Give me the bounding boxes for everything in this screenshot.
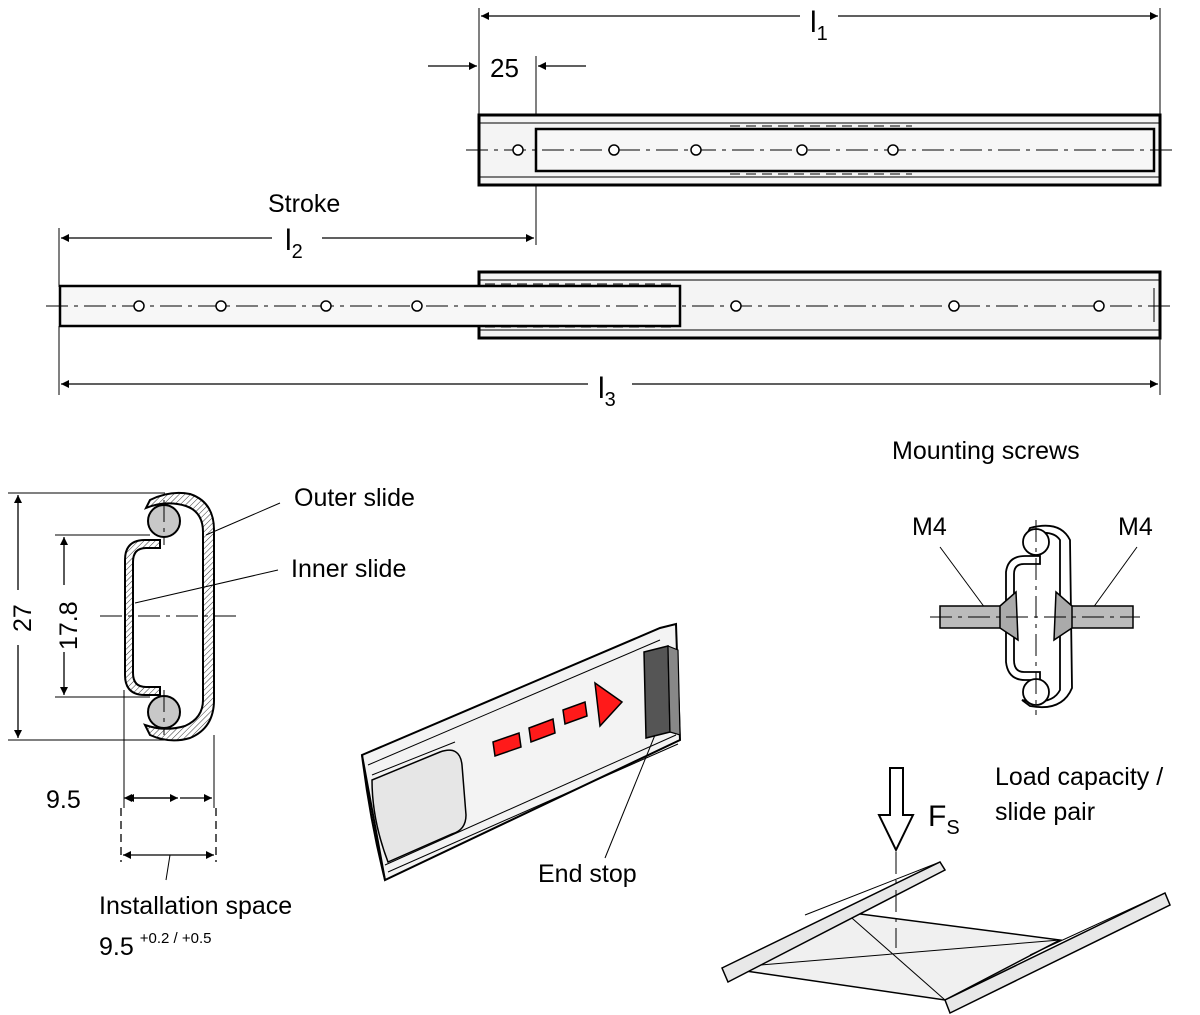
dimension-17-8: 17.8 xyxy=(55,601,83,650)
outer-slide-label: Outer slide xyxy=(294,484,415,512)
mounting-screws-view: Mounting screws M4 M4 xyxy=(892,437,1153,715)
dimension-l1: l1 xyxy=(810,6,828,45)
extended-slide-view: Stroke l2 l3 xyxy=(46,190,1172,411)
cross-section-view: 27 17.8 Outer slide Inner slide 9.5 xyxy=(8,484,415,961)
stroke-label: Stroke xyxy=(268,190,340,218)
closed-slide-view: l1 25 xyxy=(428,6,1172,245)
mounting-screws-label: Mounting screws xyxy=(892,437,1080,465)
dimension-l3: l3 xyxy=(598,372,616,411)
dimension-27: 27 xyxy=(9,604,37,632)
force-label: FS xyxy=(928,800,960,839)
dimension-25: 25 xyxy=(490,53,519,83)
direction-arrows xyxy=(492,681,624,758)
load-capacity-view: Load capacity / slide pair FS xyxy=(721,763,1171,1015)
force-arrow xyxy=(877,767,915,853)
end-stop-perspective: End stop xyxy=(360,622,682,888)
load-capacity-line2: slide pair xyxy=(995,798,1095,826)
m4-left-label: M4 xyxy=(912,513,947,541)
end-stop-block xyxy=(643,645,671,739)
inner-slide-label: Inner slide xyxy=(291,555,406,583)
installation-space-label: Installation space xyxy=(99,892,292,920)
dimension-9-5: 9.5 xyxy=(46,786,81,814)
end-stop-label: End stop xyxy=(538,860,637,888)
load-capacity-line1: Load capacity / xyxy=(995,763,1163,791)
dimension-l2: l2 xyxy=(285,224,303,263)
installation-space-value: 9.5+0.2 / +0.5 xyxy=(99,930,212,961)
m4-right-label: M4 xyxy=(1118,513,1153,541)
